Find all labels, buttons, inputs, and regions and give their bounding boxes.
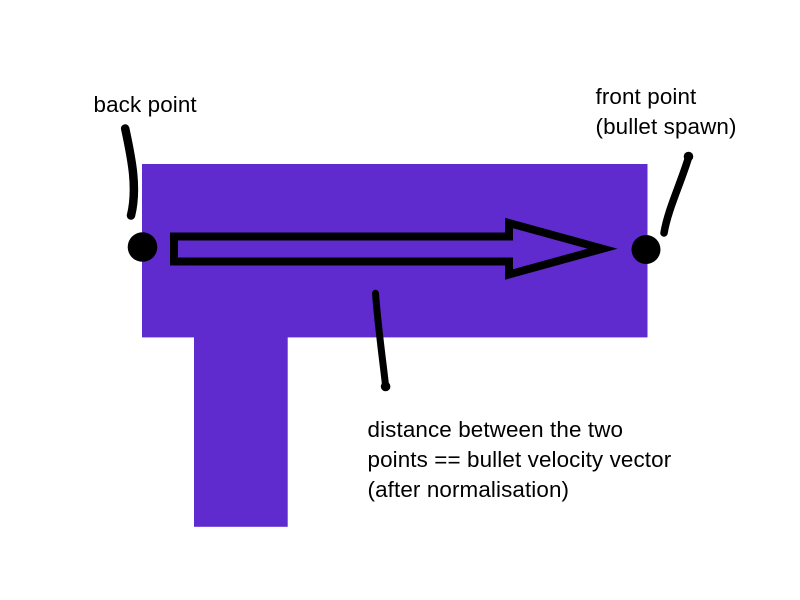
svg-text:distance between the two: distance between the two <box>368 417 624 442</box>
svg-text:back point: back point <box>94 92 198 117</box>
svg-text:(after normalisation): (after normalisation) <box>368 477 570 502</box>
svg-text:(bullet spawn): (bullet spawn) <box>596 114 737 139</box>
svg-text:points == bullet velocity vect: points == bullet velocity vector <box>368 447 672 472</box>
svg-text:front point: front point <box>596 84 698 109</box>
